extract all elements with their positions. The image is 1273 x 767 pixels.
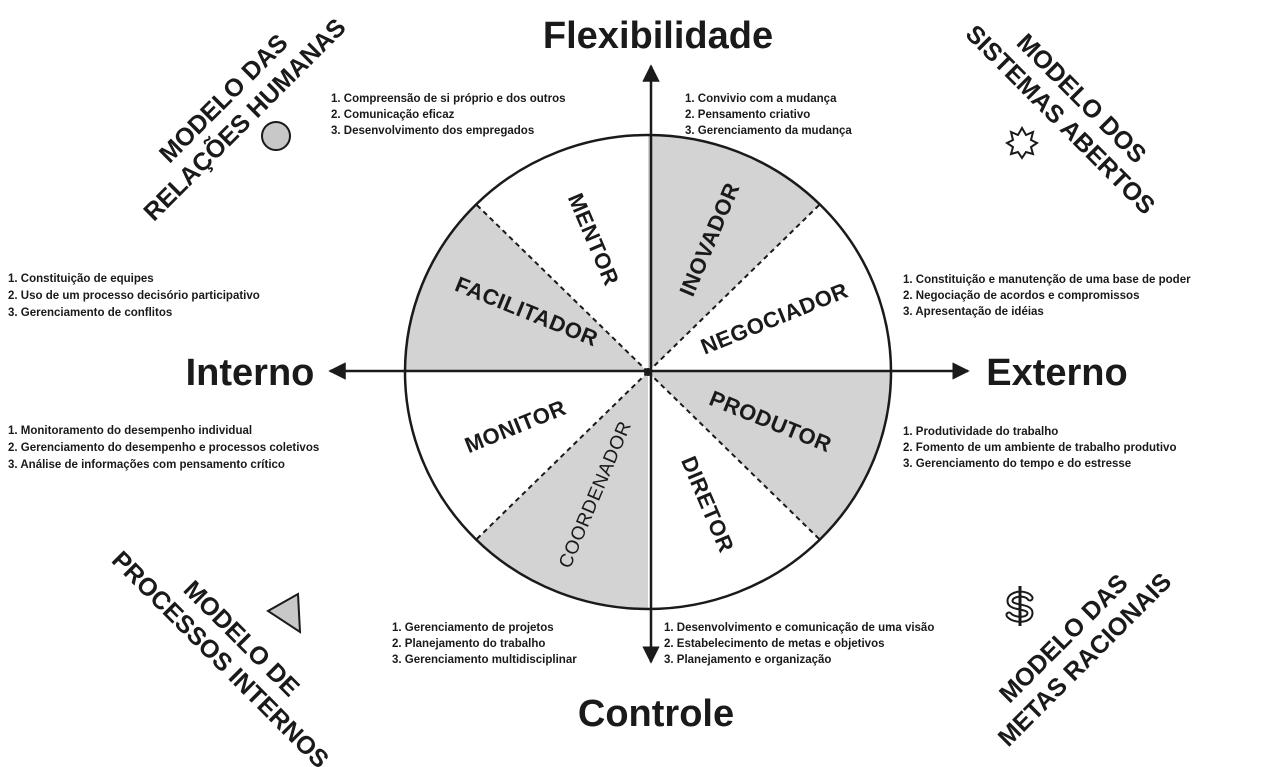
competency-inovador-3: 3. Gerenciamento da mudança: [685, 125, 852, 137]
model-open-systems-line2: SISTEMAS ABERTOS: [960, 20, 1161, 221]
competency-negociador-1: 1. Constituição e manutenção de uma base…: [903, 274, 1191, 286]
competency-diretor-1: 1. Desenvolvimento e comunicação de uma …: [664, 622, 934, 634]
center-point: [644, 368, 652, 376]
sector-facilitador: [405, 204, 648, 372]
triangle-icon: [266, 592, 302, 634]
circle-icon: [261, 121, 291, 151]
axis-label-left: Interno: [186, 352, 315, 394]
sector-mentor: [476, 135, 648, 372]
competencies-monitor: 1. Monitoramento do desempenho individua…: [8, 425, 319, 471]
competency-coordenador-2: 2. Planejamento do trabalho: [392, 638, 545, 650]
competencies-coordenador: 1. Gerenciamento de projetos 2. Planejam…: [392, 622, 577, 666]
competencies-negociador: 1. Constituição e manutenção de uma base…: [903, 274, 1191, 318]
competency-negociador-3: 3. Apresentação de idéias: [903, 306, 1044, 318]
competency-mentor-3: 3. Desenvolvimento dos empregados: [331, 125, 534, 137]
sector-monitor: [405, 372, 648, 540]
competencies-produtor: 1. Produtividade do trabalho 2. Fomento …: [903, 426, 1176, 470]
competency-inovador-1: 1. Convivio com a mudança: [685, 93, 837, 105]
dollar-icon: [1005, 586, 1034, 626]
sector-inovador: [648, 135, 820, 372]
model-internal-process: MODELO DE PROCESSOS INTERNOS: [106, 546, 334, 767]
competency-diretor-2: 2. Estabelecimento de metas e objetivos: [664, 638, 885, 650]
axis-label-right: Externo: [986, 352, 1127, 394]
competencies-mentor: 1. Compreensão de si próprio e dos outro…: [331, 93, 566, 137]
sector-negociador: [648, 204, 891, 372]
sector-diretor: [648, 372, 820, 609]
competency-facilitador-1: 1. Constituição de equipes: [8, 273, 154, 285]
competency-mentor-2: 2. Comunicação eficaz: [331, 109, 455, 121]
competency-coordenador-3: 3. Gerenciamento multidisciplinar: [392, 654, 577, 666]
competency-coordenador-1: 1. Gerenciamento de projetos: [392, 622, 554, 634]
competencies-facilitador: 1. Constituição de equipes 2. Uso de um …: [8, 273, 260, 319]
competency-produtor-2: 2. Fomento de um ambiente de trabalho pr…: [903, 442, 1176, 454]
competency-facilitador-3: 3. Gerenciamento de conflitos: [8, 307, 172, 319]
competency-monitor-1: 1. Monitoramento do desempenho individua…: [8, 425, 252, 437]
model-internal-process-line2: PROCESSOS INTERNOS: [106, 546, 334, 767]
competency-diretor-3: 3. Planejamento e organização: [664, 654, 831, 666]
competency-produtor-3: 3. Gerenciamento do tempo e do estresse: [903, 458, 1131, 470]
starburst-icon: [1005, 125, 1039, 160]
model-rational-goals: MODELO DAS METAS RACIONAIS: [993, 568, 1177, 752]
competency-inovador-2: 2. Pensamento criativo: [685, 109, 810, 121]
sector-produtor: [648, 372, 891, 540]
competency-negociador-2: 2. Negociação de acordos e compromissos: [903, 290, 1139, 302]
competencies-diretor: 1. Desenvolvimento e comunicação de uma …: [664, 622, 934, 666]
circle-sectors: [405, 135, 891, 609]
model-open-systems: MODELO DOS SISTEMAS ABERTOS: [960, 20, 1161, 221]
sector-coordenador: [476, 372, 648, 609]
competencies-inovador: 1. Convivio com a mudança 2. Pensamento …: [685, 93, 852, 137]
model-human-relations-line2: RELAÇÕES HUMANAS: [137, 12, 352, 227]
axis-label-bottom: Controle: [578, 693, 734, 735]
competency-monitor-3: 3. Análise de informações com pensamento…: [8, 459, 285, 471]
competency-mentor-1: 1. Compreensão de si próprio e dos outro…: [331, 93, 566, 105]
dashed-dividers: [475, 203, 821, 541]
model-human-relations: MODELO DAS RELAÇÕES HUMANAS: [137, 12, 352, 227]
axis-label-top: Flexibilidade: [543, 15, 773, 57]
competency-produtor-1: 1. Produtividade do trabalho: [903, 426, 1058, 438]
competency-facilitador-2: 2. Uso de um processo decisório particip…: [8, 290, 260, 302]
competency-monitor-2: 2. Gerenciamento do desempenho e process…: [8, 442, 319, 454]
